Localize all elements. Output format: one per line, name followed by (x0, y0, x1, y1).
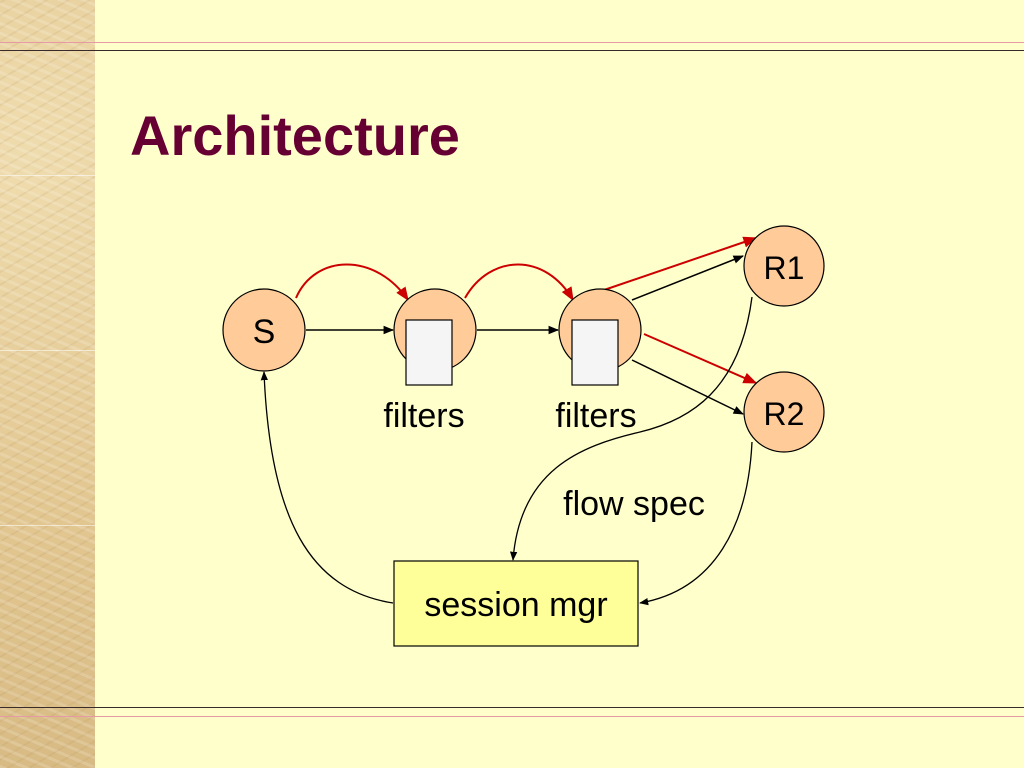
filter-box-2 (571, 319, 619, 386)
arrow-filter2-to-r1 (631, 255, 744, 301)
red-arrow-filter1-to-filter2 (464, 263, 574, 302)
bottom-rule (0, 707, 1024, 708)
arrow-filter2-to-r2 (631, 359, 744, 415)
texture-divider (0, 175, 95, 176)
node-source: S (222, 288, 306, 372)
flow-spec-label: flow spec (563, 485, 705, 523)
node-receiver-1-label: R1 (764, 250, 805, 286)
filter-box-1 (405, 319, 453, 386)
red-arrow-filter2-to-r1 (603, 236, 758, 291)
node-receiver-1: R1 (743, 225, 825, 307)
slide-title: Architecture (130, 104, 460, 167)
decorative-texture-strip (0, 0, 95, 768)
texture-divider (0, 525, 95, 526)
node-receiver-2: R2 (743, 371, 825, 453)
filters-label-left: filters (383, 397, 464, 435)
texture-divider (0, 350, 95, 351)
node-session-manager: session mgr (393, 560, 639, 647)
top-accent-rule (0, 42, 1024, 43)
curve-session-to-s (260, 371, 394, 604)
bottom-accent-rule (0, 716, 1024, 717)
node-filter-1 (393, 288, 477, 386)
filters-label-right: filters (555, 397, 636, 435)
curve-r2-to-session (639, 441, 753, 606)
top-rule (0, 50, 1024, 51)
node-source-label: S (253, 313, 276, 351)
flow-spec-curve-r1-to-session (510, 296, 753, 561)
red-arrow-filter2-to-r2 (643, 333, 758, 384)
node-receiver-2-label: R2 (764, 396, 805, 432)
node-filter-2 (558, 288, 642, 386)
node-session-manager-label: session mgr (424, 586, 607, 624)
red-arrow-s-to-filter1 (295, 263, 409, 302)
